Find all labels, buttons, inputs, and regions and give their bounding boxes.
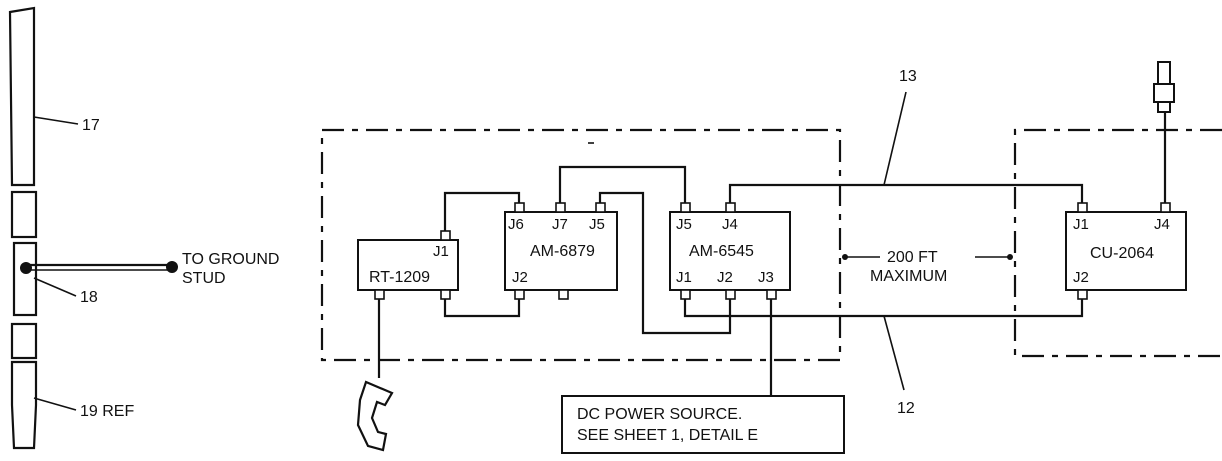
am-6545-unit: J5 J4 AM-6545 J1 J2 J3 [669, 202, 791, 300]
cable-12 [730, 299, 1084, 318]
rt-1209-j1-label: J1 [433, 243, 449, 260]
enclosure-outline-right [1013, 128, 1222, 358]
leader-17 [33, 116, 79, 125]
cable-callouts: 13 12 [883, 68, 917, 417]
plug-icon [1153, 61, 1175, 113]
callout-13: 13 [899, 68, 917, 85]
distance-line1: 200 FT [887, 249, 938, 266]
ground-lug-icon [20, 262, 32, 274]
rt-1209-unit: J1 RT-1209 [357, 230, 459, 300]
leader-18 [33, 277, 77, 297]
cu-2064-box [1065, 211, 1187, 291]
am-6879-j7-label: J7 [552, 216, 568, 233]
antenna-assembly: 17 18 19 REF TO GROUND STUD [8, 6, 279, 450]
callout-17: 17 [82, 117, 100, 134]
leader-19 [33, 397, 77, 411]
antenna-element-19 [10, 360, 38, 450]
am-6545-j5-label: J5 [676, 216, 692, 233]
am-6879-j5-label: J5 [589, 216, 605, 233]
callout-18: 18 [80, 289, 98, 306]
callout-12: 12 [897, 400, 915, 417]
power-note: DC POWER SOURCE. SEE SHEET 1, DETAIL E [561, 395, 845, 454]
handset-icon [356, 380, 394, 452]
power-note-line1: DC POWER SOURCE. [577, 406, 742, 423]
rt-1209-name: RT-1209 [369, 269, 430, 286]
antenna-element-17 [8, 6, 36, 187]
cu-2064-name: CU-2064 [1090, 245, 1154, 262]
power-note-line2: SEE SHEET 1, DETAIL E [577, 427, 758, 444]
antenna-sleeve-upper [10, 190, 38, 239]
cable-13 [728, 183, 1084, 203]
power-note-box [561, 395, 845, 454]
am-6879-box [504, 211, 618, 291]
cu-2064-j2-label: J2 [1073, 269, 1089, 286]
distance-line2: MAXIMUM [870, 268, 947, 285]
cu-2064-j1-label: J1 [1073, 216, 1089, 233]
cu-2064-unit: J1 J4 CU-2064 J2 [1065, 202, 1187, 300]
remote-enclosure [1013, 128, 1222, 358]
rt-1209-box [357, 239, 459, 291]
am-6545-j4-label: J4 [722, 216, 738, 233]
cu-2064-j4-label: J4 [1154, 216, 1170, 233]
ground-label-line1: TO GROUND [182, 251, 279, 268]
am-6879-j6-label: J6 [508, 216, 524, 233]
am-6545-j2-label: J2 [717, 269, 733, 286]
am-6879-unit: J6 J7 J5 AM-6879 J2 [504, 202, 618, 300]
am-6545-j3-label: J3 [758, 269, 774, 286]
distance-dimension: 200 FT MAXIMUM [842, 249, 1013, 285]
am-6879-j2-label: J2 [512, 269, 528, 286]
am-6545-box [669, 211, 791, 291]
radio-enclosure [320, 128, 842, 362]
antenna-mount-18 [12, 241, 38, 317]
am-6545-name: AM-6545 [689, 243, 754, 260]
am-6879-name: AM-6879 [530, 243, 595, 260]
callout-19: 19 REF [80, 403, 134, 420]
antenna-sleeve-lower [10, 322, 38, 360]
am-6545-j1-label: J1 [676, 269, 692, 286]
ground-label-line2: STUD [182, 270, 226, 287]
ground-stud-icon [166, 261, 178, 273]
enclosure-outline-left [320, 128, 842, 362]
wiring [377, 112, 1167, 396]
